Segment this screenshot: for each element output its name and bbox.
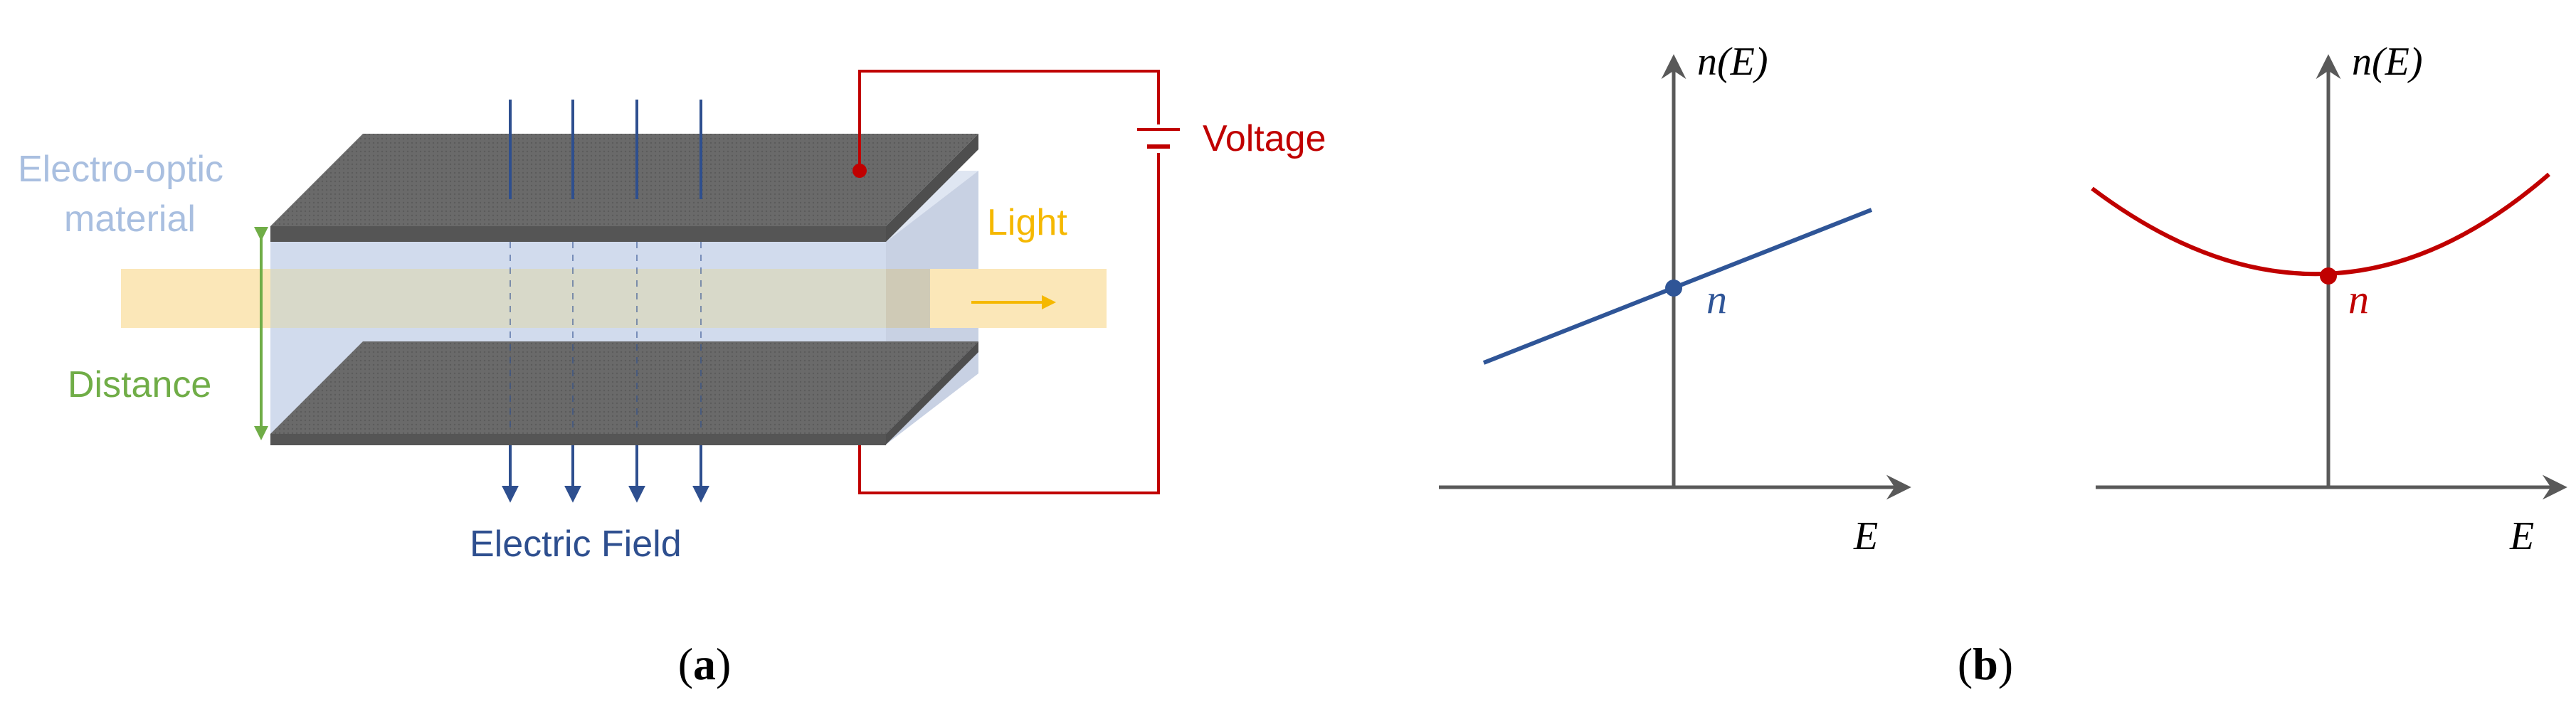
caption-a: (a)	[678, 639, 732, 689]
voltage-circuit	[858, 70, 1160, 494]
electrode-contact-dot	[852, 164, 867, 178]
point-label: n	[1706, 276, 1727, 322]
top-electrode-top	[270, 134, 978, 226]
light-beam-right	[930, 269, 1107, 328]
field-lines-top	[509, 100, 702, 199]
top-electrode-side	[886, 134, 978, 242]
panel-b-quadratic-plot: n(E) E n	[2091, 40, 2567, 558]
light-beam-exit-face	[886, 269, 930, 328]
caption-b-letter: b	[1973, 639, 1998, 689]
panel-b-linear-plot: n(E) E n	[1439, 40, 1911, 558]
top-electrode-front	[270, 226, 886, 242]
bottom-electrode-top	[270, 341, 978, 434]
bottom-electrode-side	[886, 341, 978, 445]
battery-icon	[1137, 128, 1180, 149]
x-axis-label: E	[1853, 514, 1878, 558]
circuit-top-wire	[858, 70, 1160, 171]
light-beam-inside	[270, 269, 886, 328]
x-axis-label: E	[2509, 514, 2534, 558]
y-axis-label: n(E)	[2352, 40, 2423, 84]
circuit-bottom-wire	[858, 153, 1160, 494]
caption-b: (b)	[1958, 639, 2013, 689]
light-beam-left	[121, 269, 270, 328]
caption-a-letter: a	[693, 639, 716, 689]
top-electrode	[270, 134, 978, 242]
field-lines-inside	[510, 242, 702, 434]
material-label-line2: material	[64, 198, 196, 240]
voltage-label: Voltage	[1203, 118, 1326, 159]
material-label-line1: Electro-optic	[18, 149, 223, 190]
light-label: Light	[987, 202, 1067, 243]
quadratic-curve	[2091, 172, 2550, 277]
y-axis-label: n(E)	[1697, 40, 1768, 84]
distance-label: Distance	[68, 364, 211, 405]
bottom-electrode	[270, 341, 978, 445]
electric-field-label: Electric Field	[470, 524, 682, 565]
point-label: n	[2348, 276, 2369, 322]
panel-a: Electro-optic material Distance Light Vo…	[18, 70, 1326, 565]
field-lines-bottom	[502, 445, 709, 503]
bottom-electrode-front	[270, 434, 886, 445]
light-beam	[121, 269, 1107, 328]
refractive-index-point	[1665, 280, 1682, 297]
refractive-index-point	[2320, 267, 2337, 285]
